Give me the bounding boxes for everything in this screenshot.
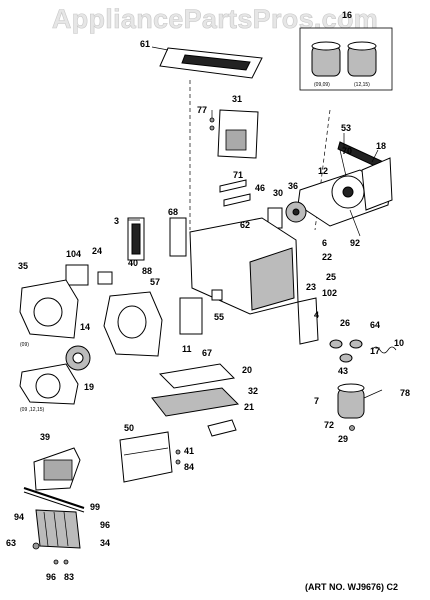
part-31-panel bbox=[209, 109, 259, 159]
label-50: 50 bbox=[124, 423, 134, 433]
note-12-15: (12,15) bbox=[354, 82, 370, 88]
label-55: 55 bbox=[214, 312, 224, 322]
part-14-blower-wheel bbox=[65, 345, 91, 371]
label-71: 71 bbox=[233, 170, 243, 180]
label-17: 17 bbox=[370, 346, 380, 356]
note-09: (09) bbox=[20, 342, 29, 348]
label-30: 30 bbox=[273, 188, 283, 198]
label-84: 84 bbox=[184, 462, 194, 472]
part-36-motor bbox=[267, 201, 307, 229]
label-94: 94 bbox=[14, 512, 24, 522]
label-10: 10 bbox=[394, 338, 404, 348]
part-71-brackets bbox=[219, 179, 251, 207]
part-39-grille bbox=[33, 447, 81, 491]
label-72: 72 bbox=[324, 420, 334, 430]
label-32: 32 bbox=[248, 386, 258, 396]
part-3-bracket bbox=[127, 217, 145, 261]
label-16: 16 bbox=[342, 10, 352, 20]
label-34: 34 bbox=[100, 538, 110, 548]
part-32-pan bbox=[151, 387, 240, 417]
label-31: 31 bbox=[232, 94, 242, 104]
label-41: 41 bbox=[184, 446, 194, 456]
label-4: 4 bbox=[314, 310, 319, 320]
part-72-compressor bbox=[337, 383, 383, 431]
part-63-clip bbox=[32, 542, 40, 550]
label-24: 24 bbox=[92, 246, 102, 256]
part-99-rail bbox=[23, 487, 85, 513]
part-61-top-rail bbox=[151, 46, 263, 79]
label-23: 23 bbox=[306, 282, 316, 292]
label-20: 20 bbox=[242, 365, 252, 375]
label-64: 64 bbox=[370, 320, 380, 330]
part-55-bracket bbox=[211, 289, 223, 301]
label-57: 57 bbox=[150, 277, 160, 287]
label-6: 6 bbox=[322, 238, 327, 248]
label-77: 77 bbox=[197, 105, 207, 115]
note-09-09: (09,09) bbox=[314, 82, 330, 88]
note-09-12-15: (09 ,12,15) bbox=[20, 407, 45, 413]
label-99: 99 bbox=[90, 502, 100, 512]
label-39: 39 bbox=[40, 432, 50, 442]
part-chassis-base bbox=[189, 217, 299, 315]
label-7: 7 bbox=[314, 396, 319, 406]
label-61: 61 bbox=[140, 39, 150, 49]
label-96: 96 bbox=[100, 520, 110, 530]
label-11: 11 bbox=[182, 344, 192, 354]
label-12: 12 bbox=[318, 166, 328, 176]
label-68: 68 bbox=[168, 207, 178, 217]
label-46: 46 bbox=[255, 183, 265, 193]
part-19-bulkhead bbox=[19, 363, 79, 405]
art-number: (ART NO. WJ9676) C2 bbox=[305, 582, 399, 592]
label-29: 29 bbox=[338, 434, 348, 444]
part-68-bracket bbox=[169, 217, 187, 257]
label-104: 104 bbox=[66, 249, 81, 259]
label-18: 18 bbox=[376, 141, 386, 151]
part-11-scroll bbox=[103, 291, 163, 357]
label-88: 88 bbox=[142, 266, 152, 276]
part-12-fan-shroud bbox=[297, 157, 393, 227]
label-3: 3 bbox=[114, 216, 119, 226]
label-19: 19 bbox=[84, 382, 94, 392]
part-4-panel bbox=[297, 297, 319, 345]
label-63: 63 bbox=[6, 538, 16, 548]
part-10-spring bbox=[371, 346, 397, 354]
part-104-grille bbox=[65, 264, 89, 286]
part-83-screw bbox=[63, 559, 69, 565]
label-70: 70 bbox=[342, 146, 352, 156]
label-67: 67 bbox=[202, 348, 212, 358]
label-83: 83 bbox=[64, 572, 74, 582]
label-26: 26 bbox=[340, 318, 350, 328]
label-78: 78 bbox=[400, 388, 410, 398]
part-16-compressors bbox=[299, 27, 393, 91]
part-21-pan bbox=[207, 419, 237, 437]
label-53: 53 bbox=[341, 123, 351, 133]
watermark: AppliancePartsPros.com bbox=[51, 4, 379, 35]
part-26-control bbox=[329, 339, 363, 363]
label-36: 36 bbox=[288, 181, 298, 191]
label-22: 22 bbox=[322, 252, 332, 262]
part-67-panel bbox=[179, 297, 203, 335]
part-50-frame bbox=[119, 431, 181, 483]
label-40: 40 bbox=[128, 258, 138, 268]
label-14: 14 bbox=[80, 322, 90, 332]
label-35: 35 bbox=[18, 261, 28, 271]
label-62: 62 bbox=[240, 220, 250, 230]
label-102: 102 bbox=[322, 288, 337, 298]
part-20-pan bbox=[158, 363, 236, 389]
part-24-block bbox=[97, 271, 113, 285]
label-96-lower: 96 bbox=[46, 572, 56, 582]
part-34-coil bbox=[35, 509, 81, 549]
label-21: 21 bbox=[244, 402, 254, 412]
part-96-screw bbox=[53, 559, 59, 565]
label-25: 25 bbox=[326, 272, 336, 282]
label-43: 43 bbox=[338, 366, 348, 376]
part-35-bulkhead bbox=[19, 279, 79, 339]
label-92: 92 bbox=[350, 238, 360, 248]
